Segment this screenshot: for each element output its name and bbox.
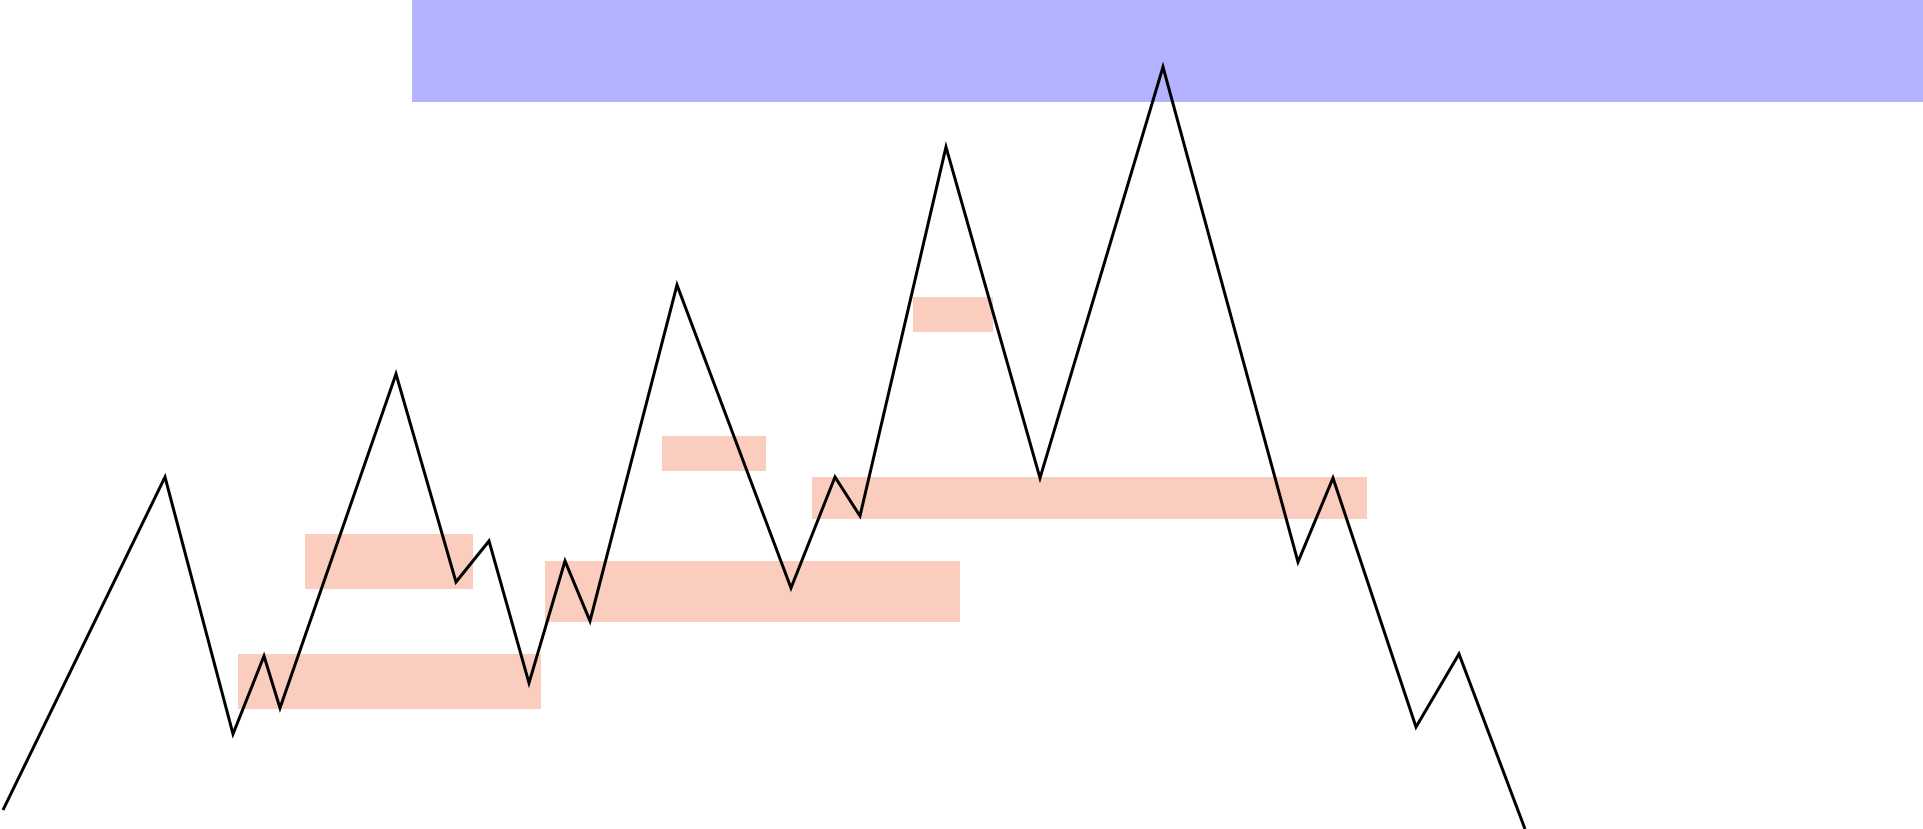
demand-zone (812, 477, 1367, 519)
demand-zone (662, 436, 766, 471)
price-line (1, 61, 1527, 829)
demand-zone (545, 561, 960, 622)
demand-zone (913, 297, 993, 332)
